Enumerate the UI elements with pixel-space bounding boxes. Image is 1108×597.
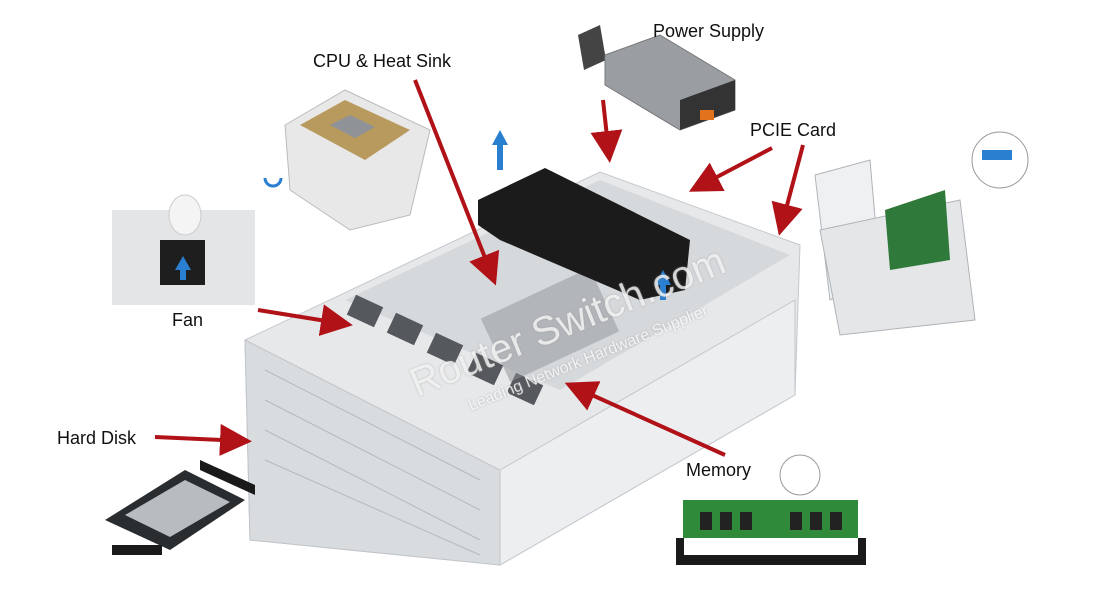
- label-pcie-card: PCIE Card: [750, 120, 837, 140]
- air-shroud: [478, 168, 690, 300]
- pcie-card-image: [814, 131, 1029, 336]
- motherboard-heatsinks: [480, 267, 620, 383]
- power-supply-arrow: [590, 99, 623, 163]
- cpu-arrow: [413, 79, 500, 286]
- memory-image: [676, 454, 866, 565]
- front-drive-bays: [264, 369, 481, 556]
- fan-arrow: [257, 304, 353, 336]
- pcie-arrow-1: [688, 146, 773, 192]
- chassis-fans: [346, 294, 544, 406]
- callout-arrows: [154, 79, 805, 457]
- hard-disk-image: [105, 460, 255, 555]
- label-fan: Fan: [172, 310, 204, 330]
- power-supply-image: [578, 25, 736, 131]
- label-hard-disk: Hard Disk: [57, 428, 137, 448]
- memory-arrow: [564, 381, 726, 457]
- label-cpu-heat-sink: CPU & Heat Sink: [313, 51, 452, 71]
- pcie-arrow-2: [771, 144, 805, 236]
- fan-image: [112, 194, 255, 305]
- label-power-supply: Power Supply: [653, 21, 765, 41]
- cpu-heat-sink-image: [263, 89, 431, 231]
- hard-disk-arrow: [154, 423, 252, 456]
- lift-arrow-icon: [655, 270, 671, 300]
- lift-arrow-icon: [492, 130, 508, 170]
- label-memory: Memory: [686, 460, 752, 480]
